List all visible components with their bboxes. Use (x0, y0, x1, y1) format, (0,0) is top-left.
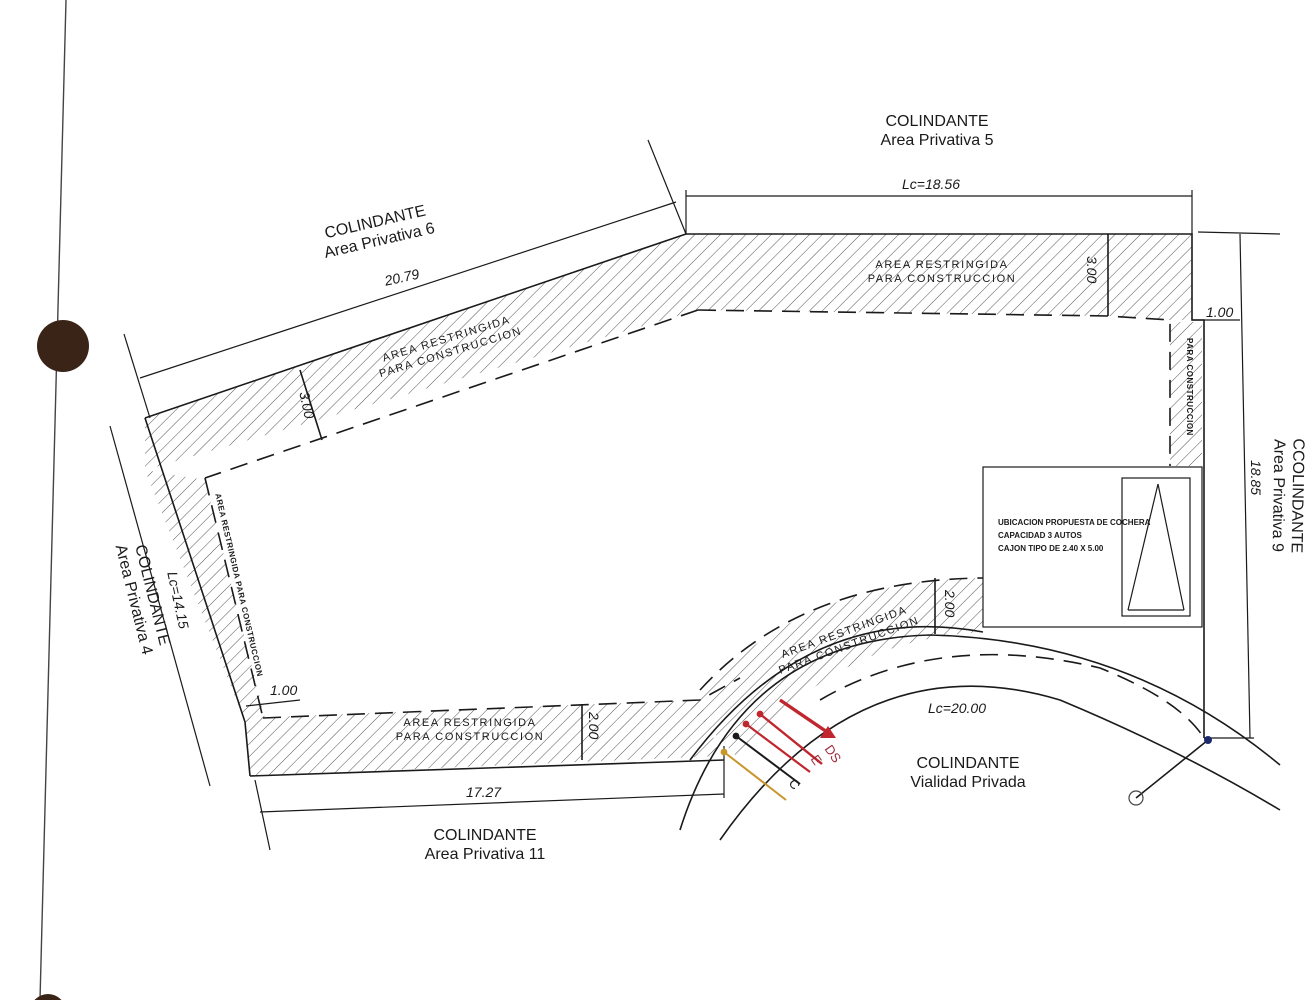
neighbor-road: COLINDANTE Vialidad Privada (888, 754, 1048, 792)
lot-boundary-s (244, 721, 251, 777)
garage-stall-diag-2 (1157, 483, 1185, 611)
dim-tick-east-a (1197, 231, 1281, 235)
neighbor-east-subtitle: Area Privativa 9 (1268, 438, 1288, 553)
dim-setback-curve-label: 2.00 (942, 590, 958, 618)
punch-hole (37, 320, 89, 372)
restricted-area-west (145, 470, 265, 722)
building-limit-w (204, 477, 264, 719)
restricted-area-south (245, 700, 720, 776)
dim-tick-nw-a (123, 333, 151, 419)
garage-stall-diag-1 (1127, 483, 1159, 611)
lot-boundary-w (144, 417, 246, 723)
restricted-area-north (145, 234, 1192, 470)
building-limit-nw (204, 309, 699, 479)
neighbor-road-subtitle: Vialidad Privada (910, 774, 1026, 791)
paper-edge (39, 0, 67, 1000)
garage-note-line2: CAPACIDAD 3 AUTOS (998, 531, 1082, 540)
neighbor-north-title: COLINDANTE (885, 113, 989, 130)
dim-line-northwest (139, 201, 677, 379)
neighbor-south-title: COLINDANTE (433, 827, 537, 844)
dim-pointer-nw (647, 139, 687, 235)
dim-setback-south-label: 2.00 (586, 712, 602, 740)
garage-box (982, 466, 1203, 628)
restricted-label-east: PARA CONSTRUCCION (1185, 338, 1194, 436)
dim-line-west (109, 425, 211, 787)
neighbor-north-subtitle: Area Privativa 5 (880, 132, 994, 149)
building-limit-curve (699, 577, 984, 691)
lot-boundary-nw (144, 233, 687, 419)
dim-label-south: 17.27 (466, 784, 502, 800)
neighbor-east-title: CCOLINDANTE (1287, 438, 1307, 554)
road-marker-line (1135, 739, 1209, 799)
dim-line-east (1239, 233, 1251, 739)
restricted-area-curve (690, 578, 983, 760)
dim-line-south (259, 793, 725, 813)
road-marker-dot (1204, 736, 1212, 744)
dim-setback-west (245, 699, 301, 707)
neighbor-south-subtitle: Area Privativa 11 (424, 846, 546, 863)
service-connections (720, 698, 836, 801)
restricted-north-line1: AREA RESTRINGIDA (875, 259, 1009, 271)
garage-note: UBICACION PROPUESTA DE COCHERA CAPACIDAD… (998, 516, 1150, 555)
punch-hole-bottom (34, 994, 62, 1000)
neighbor-road-title: COLINDANTE (916, 755, 1020, 772)
road-centerline (819, 653, 1205, 739)
dim-setback-nw (299, 369, 323, 441)
garage-note-line1: UBICACION PROPUESTA DE COCHERA (998, 518, 1151, 527)
restricted-area-east (1170, 322, 1202, 466)
dim-setback-east-label: 1.00 (1206, 304, 1234, 320)
neighbor-north: COLINDANTE Area Privativa 5 (862, 112, 1012, 150)
restricted-south-line1: AREA RESTRINGIDA (403, 717, 537, 729)
building-limit-north (697, 309, 1171, 466)
garage-stall (1121, 477, 1191, 617)
dim-label-north: Lc=18.56 (902, 176, 960, 192)
dim-setback-west-label: 1.00 (270, 682, 298, 698)
road-edge-inner (689, 625, 984, 761)
dim-setback-north-label: 3.00 (1084, 256, 1100, 284)
road-marker-circle (1128, 790, 1144, 806)
dim-tick-south-a (254, 779, 271, 851)
dim-label-road: Lc=20.00 (928, 700, 986, 716)
road-curve-2 (679, 634, 1281, 831)
lot-boundary-s2 (249, 759, 725, 777)
restricted-north-line2: PARA CONSTRUCCION (867, 273, 1017, 285)
neighbor-east: CCOLINDANTE Area Privativa 9 (1267, 415, 1308, 576)
building-limit-s (262, 677, 741, 719)
restricted-label-south: AREA RESTRINGIDA PARA CONSTRUCCION (380, 716, 560, 744)
neighbor-south: COLINDANTE Area Privativa 11 (410, 826, 560, 864)
restricted-south-line2: PARA CONSTRUCCION (395, 731, 545, 743)
garage-note-line3: CAJON TIPO DE 2.40 X 5.00 (998, 544, 1104, 553)
dim-label-east: 18.85 (1248, 460, 1264, 496)
restricted-label-north: AREA RESTRINGIDA PARA CONSTRUCCION (862, 258, 1022, 286)
